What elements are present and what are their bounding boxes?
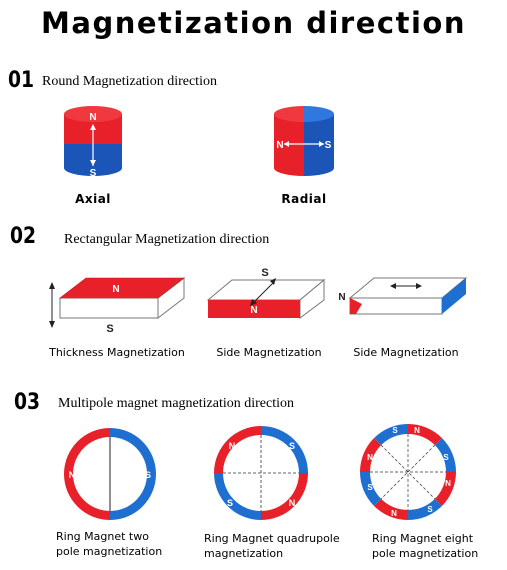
pole-s-label: S	[90, 168, 97, 178]
caption-line: magnetization	[204, 547, 284, 560]
pole-s-label: S	[392, 426, 398, 435]
pole-s-label: S	[106, 323, 113, 335]
pole-n-label: N	[89, 112, 96, 123]
section-number: 02	[10, 224, 37, 249]
caption-line: pole magnetization	[56, 545, 163, 558]
section-heading: Round Magnetization direction	[42, 74, 217, 89]
pole-n-label: N	[391, 509, 397, 518]
pole-s-label: S	[367, 483, 373, 492]
section-heading: Multipole magnet magnetization direction	[58, 396, 294, 411]
caption-line: Ring Magnet quadrupole	[204, 532, 340, 545]
top-face	[64, 106, 122, 122]
caption-axial: Axial	[75, 192, 111, 206]
thickness-block-diagram: N S	[49, 276, 185, 335]
pole-n-label: N	[338, 292, 345, 303]
ring-quadrupole-diagram: N S N S	[214, 426, 308, 520]
end-block-diagram: N	[338, 277, 468, 315]
pole-n-label: N	[112, 284, 119, 295]
north-face	[350, 298, 362, 314]
caption-ring-eight-pole: Ring Magnet eight pole magnetization	[372, 531, 502, 561]
pole-n-label: N	[276, 140, 283, 151]
caption-radial: Radial	[281, 192, 327, 206]
pole-s-label: S	[261, 267, 268, 279]
pole-n-label: N	[250, 305, 257, 316]
caption-thickness: Thickness Magnetization	[49, 346, 185, 359]
pole-s-label: S	[289, 441, 295, 451]
ring-two-pole-diagram: N S	[64, 428, 156, 520]
north-face	[60, 278, 184, 298]
pole-n-label: N	[445, 479, 451, 488]
pole-s-label: S	[227, 498, 233, 508]
caption-line: Ring Magnet eight	[372, 532, 474, 545]
caption-side-1: Side Magnetization	[216, 346, 322, 359]
page-title: Magnetization direction	[41, 6, 466, 40]
pole-n-label: N	[289, 498, 296, 508]
caption-line: pole magnetization	[372, 547, 479, 560]
caption-side-2: Side Magnetization	[353, 346, 459, 359]
pole-n-label: N	[367, 453, 373, 462]
side-block-diagram: S N	[206, 267, 326, 319]
pole-n-label: N	[414, 426, 420, 435]
caption-ring-two-pole: Ring Magnet two pole magnetization	[56, 529, 186, 559]
pole-s-label: S	[427, 505, 433, 514]
section-number: 03	[14, 390, 41, 415]
pole-n-label: N	[69, 470, 76, 480]
axial-cylinder-diagram: N S	[64, 106, 122, 178]
south-face	[442, 278, 466, 314]
caption-ring-quadrupole: Ring Magnet quadrupole magnetization	[204, 531, 364, 561]
pole-s-label: S	[325, 140, 332, 151]
pole-s-label: S	[443, 453, 449, 462]
radial-cylinder-diagram: N S	[274, 106, 334, 176]
section-heading: Rectangular Magnetization direction	[64, 232, 270, 247]
pole-n-label: N	[229, 441, 236, 451]
ring-eight-pole-diagram: N S S N S N S N	[360, 424, 456, 520]
north-face	[208, 300, 300, 318]
caption-line: Ring Magnet two	[56, 530, 149, 543]
pole-s-label: S	[145, 470, 151, 480]
section-number: 01	[8, 68, 35, 93]
